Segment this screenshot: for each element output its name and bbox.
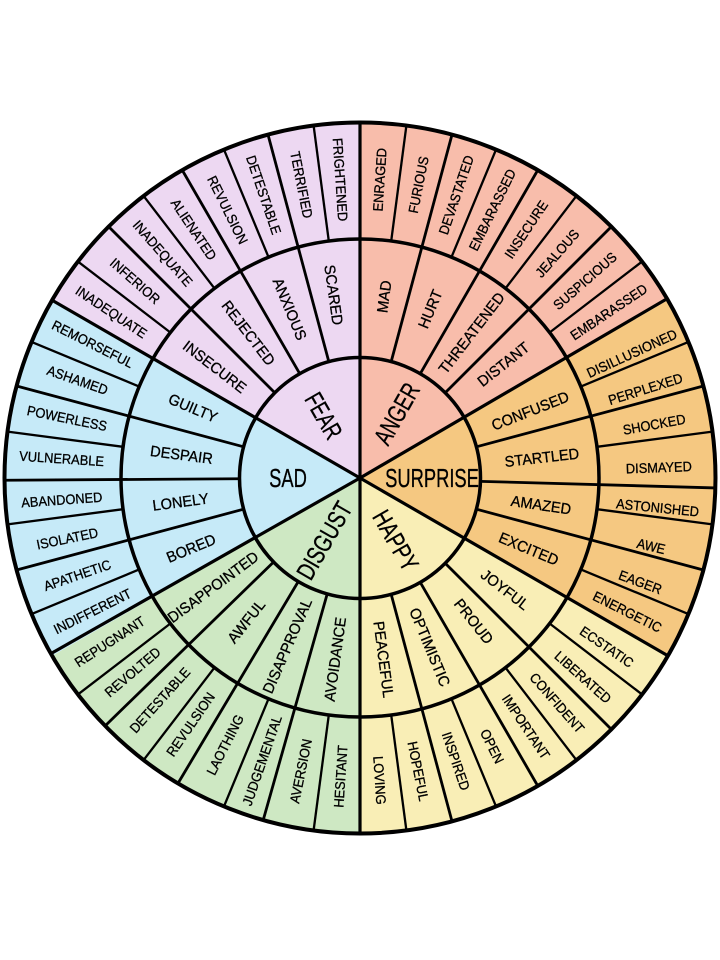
svg-text:MAD: MAD [375,279,395,313]
svg-text:AWE: AWE [635,535,667,557]
svg-text:ABANDONED: ABANDONED [21,489,103,510]
svg-text:SAD: SAD [269,464,307,493]
svg-text:SURPRISE: SURPRISE [385,464,479,493]
svg-text:FRIGHTENED: FRIGHTENED [330,138,351,222]
svg-text:VULNERABLE: VULNERABLE [19,448,105,469]
svg-text:DISMAYED: DISMAYED [626,459,693,477]
svg-text:LONELY: LONELY [152,491,210,515]
svg-text:ENRAGED: ENRAGED [370,148,390,212]
svg-text:LOVING: LOVING [370,756,389,805]
svg-text:HESITANT: HESITANT [331,745,351,808]
